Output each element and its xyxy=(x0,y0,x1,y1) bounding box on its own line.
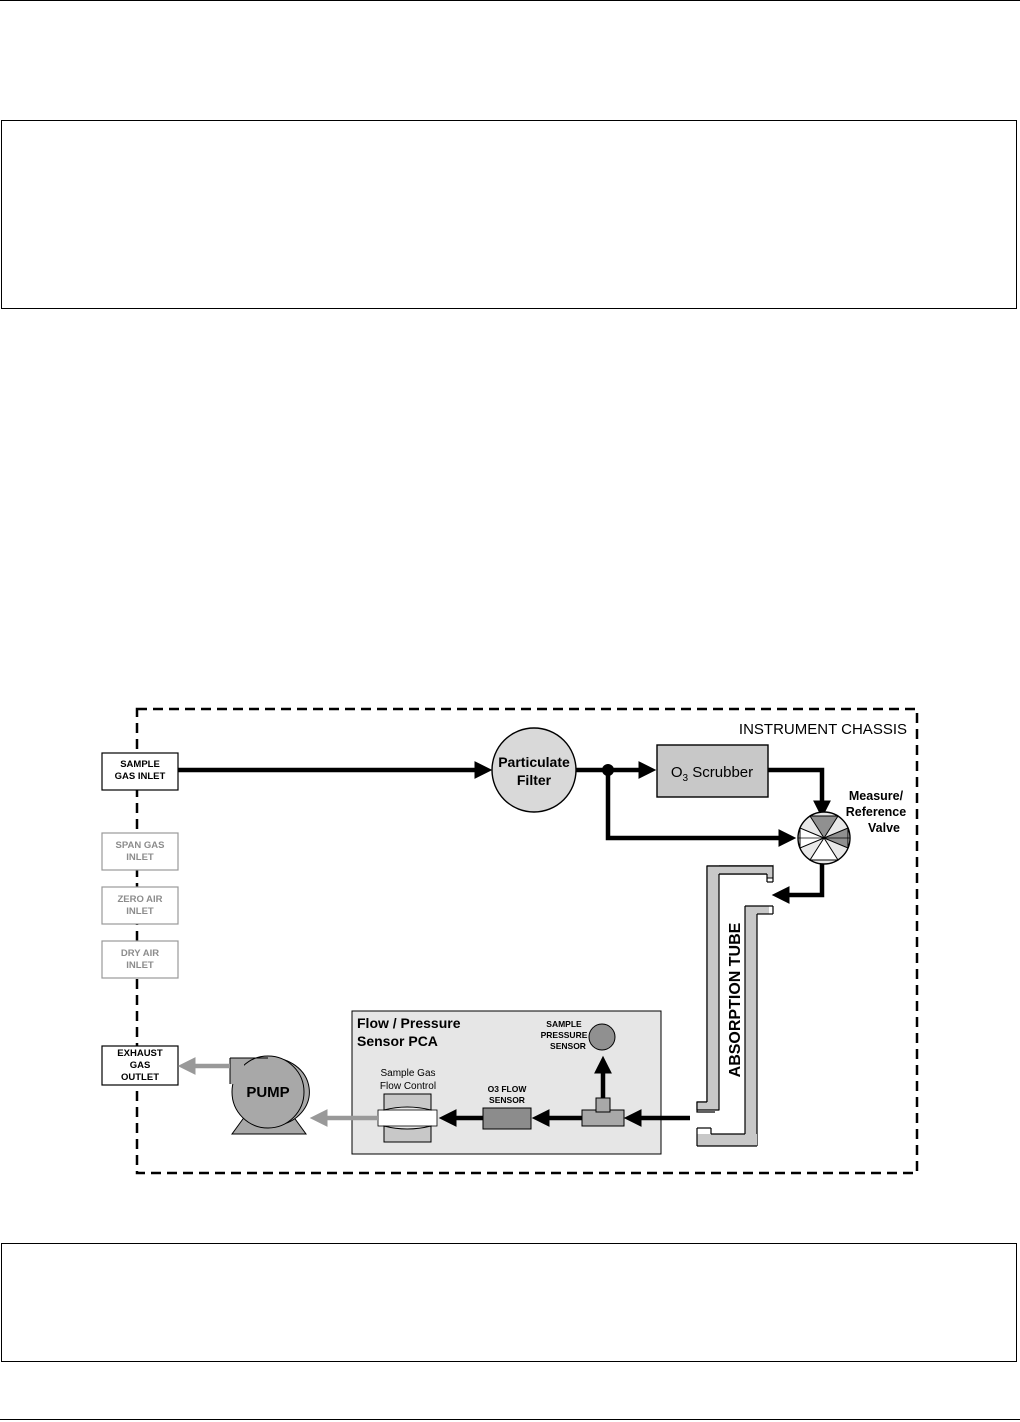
caption-box-top xyxy=(1,120,1017,309)
particulate-filter: Particulate Filter xyxy=(491,727,577,813)
sample-gas-flow-control xyxy=(377,1093,438,1143)
svg-text:SPAN GAS: SPAN GAS xyxy=(116,840,165,851)
svg-text:Particulate: Particulate xyxy=(498,754,570,770)
pca-title-1: Flow / Pressure xyxy=(357,1015,461,1031)
exhaust-gas-outlet: EXHAUST GAS OUTLET xyxy=(101,1045,179,1086)
svg-text:O3 Scrubber: O3 Scrubber xyxy=(671,764,753,784)
footer-rule xyxy=(0,1419,1020,1420)
absorption-tube-label: ABSORPTION TUBE xyxy=(727,922,744,1077)
flow-valve-to-tube xyxy=(771,864,825,904)
svg-text:INLET: INLET xyxy=(126,960,154,971)
pump xyxy=(229,1055,310,1135)
dry-air-inlet: DRY AIR INLET xyxy=(101,940,179,979)
pressure-sensor-label-2: PRESSURE xyxy=(541,1030,588,1040)
gas-flow-diagram: INSTRUMENT CHASSIS SAMPLE GAS INLET SPAN… xyxy=(101,707,919,1175)
svg-text:OUTLET: OUTLET xyxy=(121,1072,159,1083)
span-gas-inlet: SPAN GAS INLET xyxy=(101,832,179,871)
pressure-sensor-label-3: SENSOR xyxy=(550,1041,586,1051)
flow-sensor-label-2: SENSOR xyxy=(489,1095,525,1105)
svg-text:SAMPLE: SAMPLE xyxy=(120,759,160,770)
pressure-sensor xyxy=(588,1023,616,1051)
svg-text:DRY AIR: DRY AIR xyxy=(121,948,159,959)
sample-gas-inlet: SAMPLE GAS INLET xyxy=(101,752,179,791)
caption-box-bottom xyxy=(1,1243,1017,1362)
svg-text:ZERO AIR: ZERO AIR xyxy=(117,894,162,905)
flow-sensor-label-1: O3 FLOW xyxy=(488,1084,528,1094)
pump-label: PUMP xyxy=(246,1084,289,1101)
svg-text:INLET: INLET xyxy=(126,852,154,863)
zero-air-inlet: ZERO AIR INLET xyxy=(101,886,179,925)
flow-control-label-2: Flow Control xyxy=(380,1081,436,1092)
pressure-sensor-label-1: SAMPLE xyxy=(546,1019,582,1029)
measure-reference-valve xyxy=(797,811,851,865)
header-rule xyxy=(0,0,1020,1)
absorption-tube xyxy=(696,864,774,1147)
chassis-label: INSTRUMENT CHASSIS xyxy=(739,721,907,738)
svg-text:INLET: INLET xyxy=(126,906,154,917)
flow-control-label-1: Sample Gas xyxy=(380,1068,435,1079)
o3-scrubber: O3 Scrubber xyxy=(656,744,769,798)
svg-text:GAS INLET: GAS INLET xyxy=(115,771,166,782)
flow-bypass-to-valve xyxy=(605,770,797,847)
valve-label-1: Measure/ xyxy=(849,789,904,803)
svg-text:EXHAUST: EXHAUST xyxy=(117,1048,163,1059)
svg-text:Filter: Filter xyxy=(517,772,552,788)
flow-scrubber-to-valve xyxy=(768,767,831,819)
pca-title-2: Sensor PCA xyxy=(357,1033,438,1049)
valve-label-2: Reference xyxy=(846,805,906,819)
svg-text:GAS: GAS xyxy=(130,1060,151,1071)
valve-label-3: Valve xyxy=(868,821,900,835)
o3-flow-sensor xyxy=(482,1107,532,1130)
